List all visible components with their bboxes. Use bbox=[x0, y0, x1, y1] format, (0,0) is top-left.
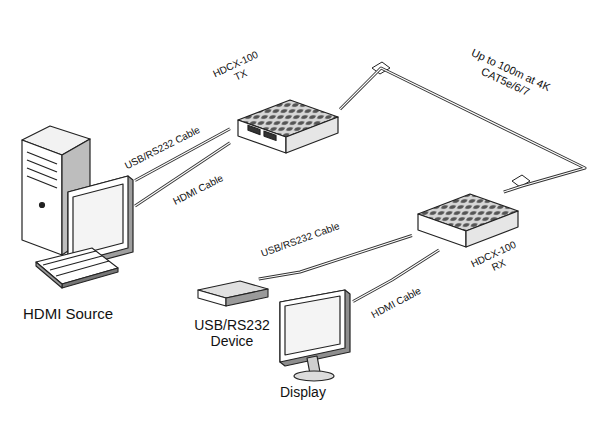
node-label: HDCX-100 TX bbox=[206, 46, 270, 92]
hdmi-source: HDMI Source bbox=[15, 115, 135, 297]
transmitter-unit: HDCX-100 TX bbox=[230, 98, 340, 154]
usb-rs232-device: USB/RS232 Device bbox=[195, 279, 270, 308]
receiver-unit: HDCX-100 RX bbox=[412, 192, 520, 250]
rx-unit bbox=[418, 194, 518, 247]
node-label: HDMI Source bbox=[23, 305, 113, 322]
display: Display bbox=[275, 288, 353, 378]
display-monitor bbox=[280, 290, 350, 381]
tx-unit bbox=[238, 100, 338, 153]
cable bbox=[353, 250, 439, 302]
node-label: USB/RS232 Device bbox=[177, 317, 287, 349]
pc-keyboard bbox=[36, 248, 118, 288]
cable-label: USB/RS232 Cable bbox=[257, 220, 343, 261]
node-label: Display bbox=[280, 384, 326, 400]
node-label: HDCX-100 RX bbox=[464, 236, 528, 282]
cable-label: Up to 100m at 4K CAT5e/6/7 bbox=[459, 44, 557, 108]
usb-device bbox=[198, 281, 268, 306]
